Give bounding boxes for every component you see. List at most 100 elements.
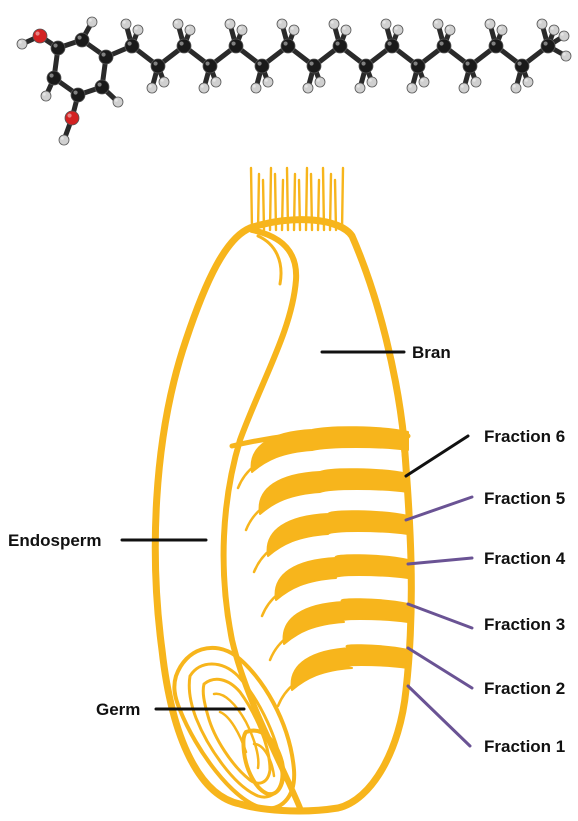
atom-highlight — [279, 21, 282, 24]
atom-highlight — [205, 61, 209, 65]
fraction-4-leader-line — [408, 558, 472, 564]
atom-highlight — [435, 21, 438, 24]
fraction-3-label: Fraction 3 — [484, 615, 565, 634]
hydrogen-atom — [561, 51, 571, 61]
hydrogen-atom — [419, 77, 429, 87]
atom-highlight — [187, 27, 190, 30]
hydrogen-atom — [407, 83, 417, 93]
atom-highlight — [473, 79, 476, 82]
atom-highlight — [239, 27, 242, 30]
atom-highlight — [563, 53, 566, 56]
fraction-band — [276, 555, 408, 600]
atom-highlight — [73, 90, 77, 94]
germ-label: Germ — [96, 700, 140, 719]
atom-highlight — [447, 27, 450, 30]
atom-highlight — [305, 85, 308, 88]
hydrogen-atom — [113, 97, 123, 107]
hydrogen-atom — [211, 77, 221, 87]
atom-highlight — [331, 21, 334, 24]
fraction-6-leader-line — [406, 436, 468, 476]
hydrogen-atom — [549, 25, 559, 35]
atom-highlight — [153, 61, 157, 65]
hydrogen-atom — [523, 77, 533, 87]
atom-highlight — [231, 41, 235, 45]
fraction-4-label: Fraction 4 — [484, 549, 566, 568]
atom-highlight — [551, 27, 554, 30]
atom-highlight — [291, 27, 294, 30]
fraction-band — [284, 599, 408, 644]
atom-highlight — [513, 85, 516, 88]
carbon-atom — [203, 59, 217, 73]
hydrogen-atom — [393, 25, 403, 35]
atom-highlight — [361, 61, 365, 65]
atom-highlight — [227, 21, 230, 24]
hydrogen-atom — [277, 19, 287, 29]
hydrogen-atom — [41, 91, 51, 101]
atom-highlight — [309, 61, 313, 65]
fraction-band — [252, 427, 408, 472]
atom-highlight — [439, 41, 443, 45]
carbon-atom — [47, 71, 61, 85]
carbon-atom — [359, 59, 373, 73]
wheat-grain — [155, 168, 411, 811]
carbon-atom — [515, 59, 529, 73]
atom-highlight — [201, 85, 204, 88]
endosperm-label: Endosperm — [8, 531, 102, 550]
atom-highlight — [491, 41, 495, 45]
atom-highlight — [561, 33, 564, 36]
atom-highlight — [383, 21, 386, 24]
atom-highlight — [115, 99, 118, 102]
hydrogen-atom — [471, 77, 481, 87]
atom-highlight — [465, 61, 469, 65]
oxygen-atom — [65, 111, 79, 125]
fraction-band — [292, 645, 408, 690]
fraction-band — [260, 469, 408, 514]
brush-hair — [251, 168, 252, 230]
atom-highlight — [387, 41, 391, 45]
hydrogen-atom — [433, 19, 443, 29]
atom-highlight — [179, 41, 183, 45]
atom-highlight — [517, 61, 521, 65]
atom-highlight — [257, 61, 261, 65]
atom-highlight — [175, 21, 178, 24]
atom-highlight — [53, 43, 57, 47]
diagram-labels: Bran Endosperm Germ Fraction 6 Fraction … — [8, 343, 566, 756]
carbon-atom — [151, 59, 165, 73]
atom-highlight — [67, 113, 71, 117]
carbon-atom — [99, 50, 113, 64]
hydrogen-atom — [185, 25, 195, 35]
carbon-atom — [125, 39, 139, 53]
atom-highlight — [369, 79, 372, 82]
hydrogen-atom — [199, 83, 209, 93]
atom-highlight — [89, 19, 92, 22]
carbon-atom — [307, 59, 321, 73]
carbon-atom — [75, 33, 89, 47]
hydrogen-atom — [355, 83, 365, 93]
atom-highlight — [461, 85, 464, 88]
bran-label: Bran — [412, 343, 451, 362]
carbon-atom — [489, 39, 503, 53]
carbon-atom — [71, 88, 85, 102]
atom-highlight — [49, 73, 53, 77]
hydrogen-atom — [17, 39, 27, 49]
fraction-1-leader-line — [408, 686, 470, 746]
atom-highlight — [499, 27, 502, 30]
hydrogen-atom — [445, 25, 455, 35]
atom-highlight — [539, 21, 542, 24]
atom-highlight — [525, 79, 528, 82]
hydrogen-atom — [59, 135, 69, 145]
atom-highlight — [395, 27, 398, 30]
hydrogen-atom — [315, 77, 325, 87]
atom-highlight — [283, 41, 287, 45]
atom-highlight — [213, 79, 216, 82]
fraction-5-leader-line — [406, 497, 472, 520]
brush-hair — [342, 168, 343, 230]
atom-highlight — [343, 27, 346, 30]
carbon-atom — [281, 39, 295, 53]
hydrogen-atom — [251, 83, 261, 93]
hydrogen-atom — [303, 83, 313, 93]
atom-highlight — [543, 41, 547, 45]
carbon-atom — [385, 39, 399, 53]
carbon-atom — [437, 39, 451, 53]
